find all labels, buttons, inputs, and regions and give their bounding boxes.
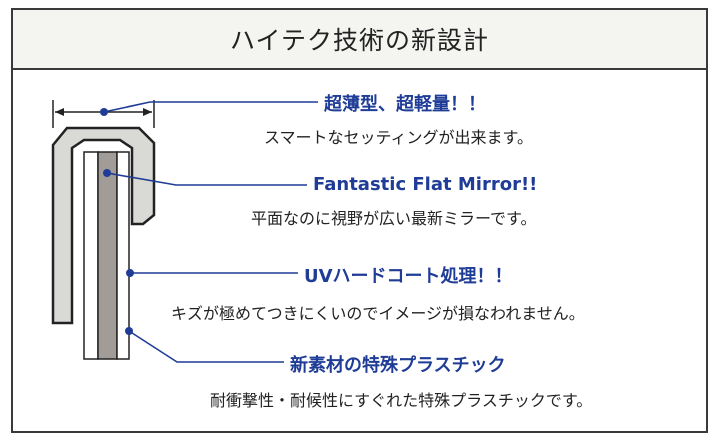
feature-desc-flat-mirror: 平面なのに視野が広い最新ミラーです。 (251, 209, 537, 228)
feature-desc-uv-coat: キズが極めてつきにくいのでイメージが損なわれません。 (171, 304, 585, 323)
marker-dot (126, 269, 134, 277)
feature-desc-thin-light: スマートなセッティングが出来ます。 (264, 128, 533, 147)
marker-dot (125, 327, 133, 335)
feature-heading-uv-coat: UVハードコート処理！！ (304, 266, 513, 287)
leader-line-flat-mirror (106, 172, 307, 186)
feature-heading-thin-light: 超薄型、超軽量！！ (324, 94, 486, 115)
feature-heading-flat-mirror: Fantastic Flat Mirror!! (313, 174, 538, 195)
marker-dot (100, 108, 108, 116)
panel-title: ハイテク技術の新設計 (229, 26, 489, 55)
marker-dot (103, 169, 111, 177)
leader-line-thin-light (103, 101, 318, 113)
title-bar: ハイテク技術の新設計 (13, 10, 706, 70)
feature-desc-plastic: 耐衝撃性・耐候性にすぐれた特殊プラスチックです。 (210, 391, 593, 410)
info-panel: ハイテク技術の新設計 (11, 8, 708, 433)
mirror-shell (51, 126, 156, 325)
feature-heading-plastic: 新素材の特殊プラスチック (290, 355, 506, 376)
flat-mirror-panel (83, 151, 130, 360)
leader-line-plastic (128, 330, 284, 363)
